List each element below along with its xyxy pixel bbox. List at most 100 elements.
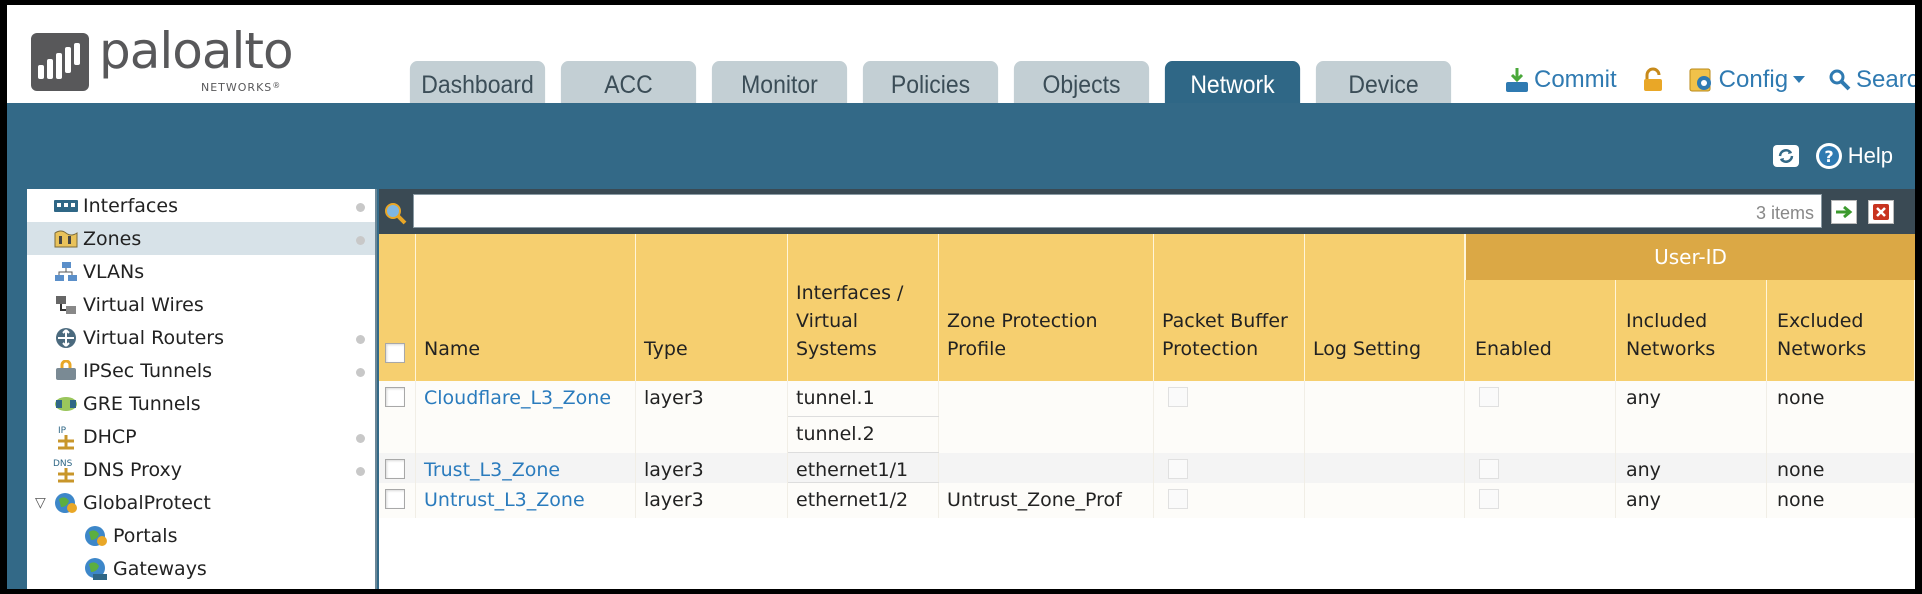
sidebar-item-ipsec-tunnels[interactable]: IPSec Tunnels [27, 354, 375, 387]
virtual-routers-icon [53, 327, 79, 349]
log-setting-cell [1305, 483, 1465, 518]
sidebar-item-label: Interfaces [83, 194, 178, 217]
tab-objects[interactable]: Objects [1013, 61, 1150, 103]
svg-text:?: ? [1824, 147, 1833, 166]
interface-value: ethernet1/1 [788, 453, 939, 483]
status-dot-icon [356, 203, 365, 212]
row-checkbox[interactable] [385, 387, 405, 407]
sidebar-item-vlans[interactable]: VLANs [27, 255, 375, 288]
zone-name-link[interactable]: Trust_L3_Zone [424, 459, 561, 481]
header-excluded-networks[interactable]: Excluded Networks [1767, 280, 1915, 381]
sidebar-item-interfaces[interactable]: Interfaces [27, 189, 375, 222]
config-dropdown[interactable]: Config [1687, 66, 1806, 94]
packet-buffer-cell [1154, 381, 1305, 453]
row-checkbox[interactable] [385, 489, 405, 509]
tab-dashboard[interactable]: Dashboard [409, 61, 546, 103]
top-header: paloalto NETWORKS® Dashboard ACC Monitor… [7, 5, 1915, 103]
tab-network[interactable]: Network [1164, 61, 1301, 103]
zone-protection-cell [939, 453, 1154, 483]
packet-buffer-checkbox [1168, 459, 1188, 479]
expand-triangle-icon[interactable]: ▽ [35, 495, 46, 511]
commit-button[interactable]: Commit [1504, 66, 1617, 94]
search-icon [1829, 69, 1851, 91]
sidebar-item-label: Zones [83, 227, 142, 250]
commit-icon [1506, 68, 1528, 92]
filter-bar: 3 items [379, 189, 1915, 234]
dhcp-icon: IP [53, 426, 79, 449]
title-band: ? Help [7, 103, 1915, 181]
globalprotect-icon [53, 492, 79, 514]
enabled-checkbox [1479, 387, 1499, 407]
row-select-cell [379, 483, 416, 518]
sidebar-item-label: VLANs [83, 260, 145, 283]
log-setting-cell [1305, 453, 1465, 483]
header-included-networks[interactable]: Included Networks [1616, 280, 1767, 381]
sidebar-item-label: IPSec Tunnels [83, 359, 213, 382]
row-checkbox[interactable] [385, 459, 405, 479]
interfaces-cell: ethernet1/1 [788, 453, 939, 483]
lock-icon [1643, 67, 1662, 91]
help-button[interactable]: ? Help [1814, 141, 1893, 171]
packet-buffer-checkbox [1168, 489, 1188, 509]
tab-device[interactable]: Device [1315, 61, 1452, 103]
status-dot-icon [356, 467, 365, 476]
zone-name-cell: Untrust_L3_Zone [416, 483, 636, 518]
header-enabled[interactable]: Enabled [1465, 280, 1616, 381]
interfaces-cell: ethernet1/2 [788, 483, 939, 518]
apply-filter-button[interactable] [1831, 200, 1857, 224]
header-log-setting[interactable]: Log Setting [1305, 234, 1465, 381]
filter-input[interactable] [413, 194, 1822, 228]
zone-name-link[interactable]: Untrust_L3_Zone [424, 489, 585, 511]
header-name[interactable]: Name [416, 234, 636, 381]
config-icon [1689, 68, 1711, 92]
included-networks-cell: any [1616, 483, 1767, 518]
header-packet-buffer[interactable]: Packet Buffer Protection [1154, 234, 1305, 381]
table-header: Name Type Interfaces / Virtual Systems Z… [379, 234, 1915, 381]
zone-name-link[interactable]: Cloudflare_L3_Zone [424, 387, 612, 409]
sidebar-item-virtual-wires[interactable]: Virtual Wires [27, 288, 375, 321]
sidebar-item-virtual-routers[interactable]: Virtual Routers [27, 321, 375, 354]
search-label: Search [1856, 66, 1915, 93]
included-networks-cell: any [1616, 381, 1767, 453]
chevron-down-icon [1793, 76, 1806, 83]
enabled-cell [1465, 381, 1616, 453]
sidebar-item-zones[interactable]: Zones [27, 222, 375, 255]
virtual-wires-icon [53, 294, 79, 316]
refresh-button[interactable] [1772, 144, 1800, 168]
clear-filter-button[interactable] [1868, 200, 1894, 224]
items-count: 3 items [1755, 203, 1814, 223]
packet-buffer-checkbox [1168, 387, 1188, 407]
tab-monitor[interactable]: Monitor [711, 61, 848, 103]
paloalto-logo-icon [31, 33, 89, 91]
header-interfaces[interactable]: Interfaces / Virtual Systems [788, 234, 939, 381]
zones-panel: 3 items Name Type Interfaces / Virtual S… [379, 189, 1915, 589]
lock-button[interactable] [1641, 67, 1665, 93]
sidebar-item-portals[interactable]: Portals [27, 519, 375, 552]
search-button[interactable]: Search [1828, 66, 1915, 94]
sidebar-item-globalprotect[interactable]: ▽GlobalProtect [27, 486, 375, 519]
type-cell: layer3 [636, 381, 788, 453]
zone-name-cell: Cloudflare_L3_Zone [416, 381, 636, 453]
enabled-cell [1465, 483, 1616, 518]
sidebar-item-gateways[interactable]: Gateways [27, 552, 375, 585]
close-icon [1873, 204, 1889, 220]
tab-acc[interactable]: ACC [560, 61, 697, 103]
header-type[interactable]: Type [636, 234, 788, 381]
status-dot-icon [356, 368, 365, 377]
brand-subtitle: NETWORKS® [201, 81, 281, 94]
select-all-checkbox[interactable] [385, 343, 405, 363]
zone-name-cell: Trust_L3_Zone [416, 453, 636, 483]
tab-policies[interactable]: Policies [862, 61, 999, 103]
sidebar-item-label: Virtual Routers [83, 326, 224, 349]
help-icon: ? [1815, 143, 1842, 169]
sidebar-item-gre-tunnels[interactable]: GRE Tunnels [27, 387, 375, 420]
row-select-cell [379, 381, 416, 453]
header-zone-protection[interactable]: Zone Protection Profile [939, 234, 1154, 381]
